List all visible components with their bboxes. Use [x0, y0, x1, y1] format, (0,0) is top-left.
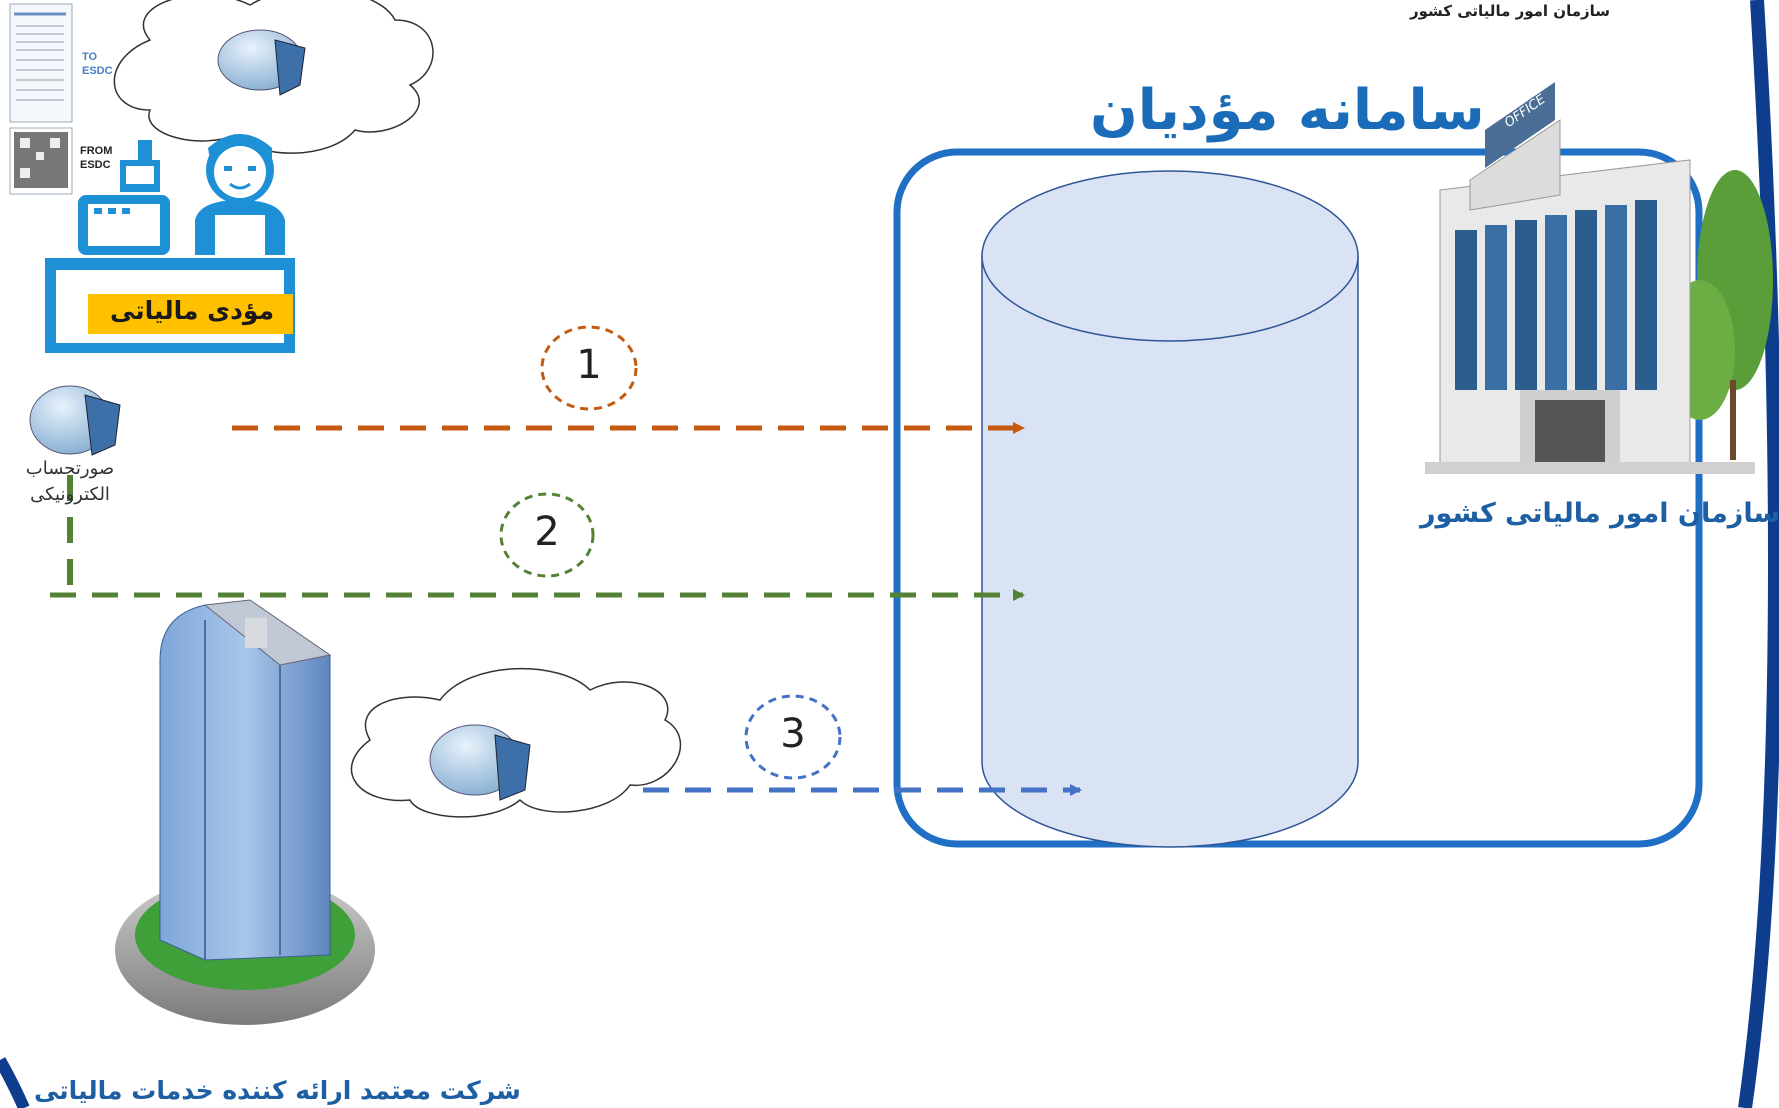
org-logo-text: سازمان امور مالیاتی کشور	[1410, 2, 1611, 20]
flow-1-arrow	[232, 325, 1025, 434]
secure-document-icon-top	[217, 29, 306, 96]
flow-3-arrow	[643, 694, 1082, 796]
tower-building-icon	[115, 599, 375, 1025]
flow-2-number: 2	[534, 509, 560, 555]
frame-left-curve	[0, 1057, 30, 1108]
secure-document-icon-left	[29, 385, 121, 456]
secure-document-icon-bottom	[429, 724, 531, 801]
system-title: سامانه مؤدیان	[1090, 78, 1485, 143]
database-cylinder	[981, 170, 1359, 848]
flow-1-number: 1	[576, 342, 602, 388]
flow-2-arrow	[50, 475, 1025, 601]
cashier-icon	[45, 134, 295, 353]
receipt-from-label: FROM ESDC	[80, 145, 113, 171]
frame-right-curve	[1738, 0, 1779, 1108]
system-border	[893, 148, 1703, 848]
taxpayer-label: مؤدی مالیاتی	[109, 296, 275, 325]
receipt-icon	[9, 3, 73, 195]
flow-3-number: 3	[780, 711, 806, 757]
receipt-to-label: TO ESDC	[82, 51, 113, 77]
office-building-icon	[1425, 82, 1773, 474]
company-label: شرکت معتمد ارائه کننده خدمات مالیاتی	[34, 1076, 521, 1105]
invoice-label: صورتحساب الکترونیکی	[25, 458, 115, 505]
tax-org-label: سازمان امور مالیاتی کشور	[1420, 498, 1779, 529]
